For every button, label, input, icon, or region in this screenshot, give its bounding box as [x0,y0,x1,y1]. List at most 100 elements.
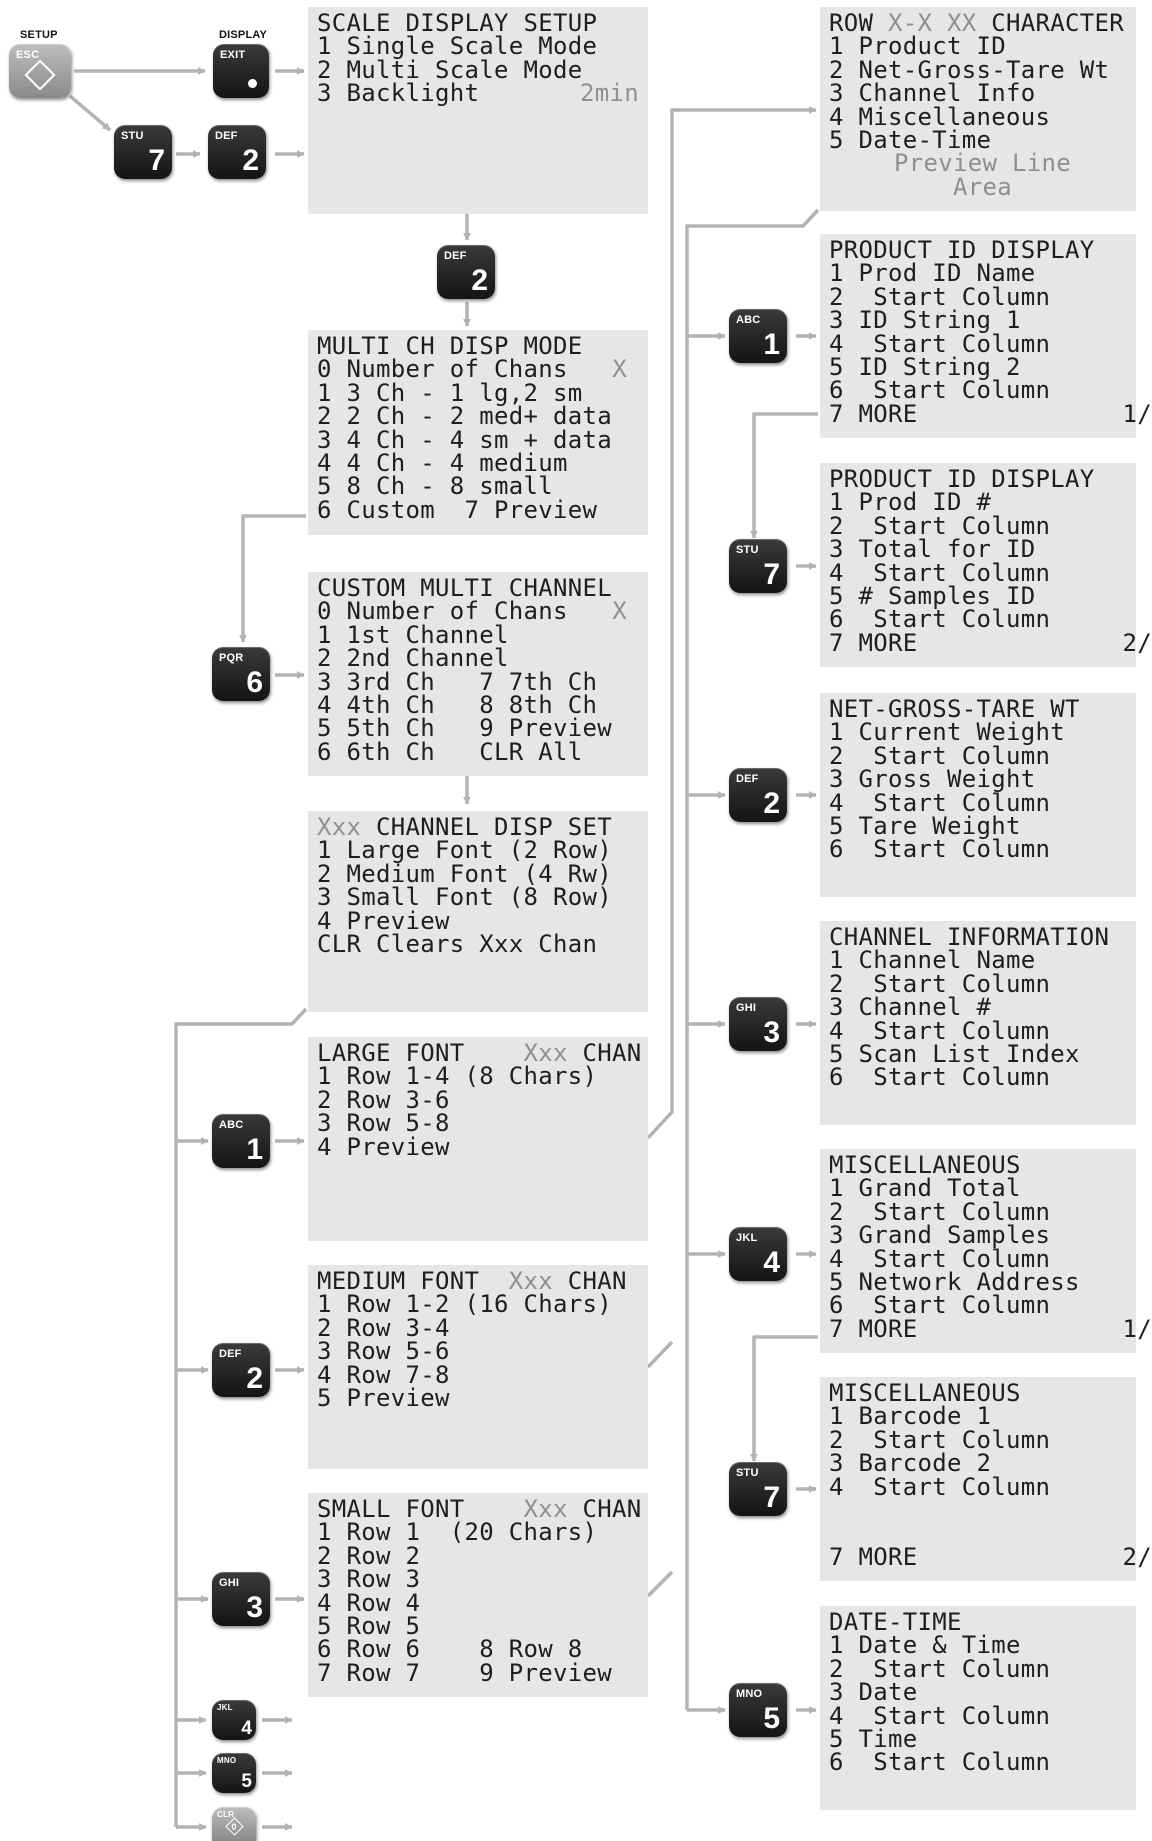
menu-item-more[interactable]: 7 MORE 2/ [829,1545,1152,1569]
menu-item[interactable]: 5 Preview [317,1383,450,1412]
menu-item[interactable]: 5 ID String 2 [829,352,1021,381]
menu-item[interactable]: 3 Grand Samples [829,1221,1051,1250]
menu-item[interactable]: 3 Total for ID [829,535,1036,564]
menu-item[interactable]: 4 Start Column [829,1016,1051,1045]
menu-item[interactable]: 1 Prod ID Name [829,259,1036,288]
menu-item[interactable]: 5 Row 5 [317,1611,421,1640]
menu-item[interactable]: 4 Preview [317,1132,450,1161]
menu-item[interactable]: 5 8 Ch - 8 small [317,472,553,501]
menu-item-number-of-chans[interactable]: 0 Number of Chans X [317,599,639,623]
stu-7-key[interactable]: STU 7 [729,1462,787,1516]
jkl-4-key[interactable]: JKL 4 [212,1700,256,1740]
menu-item[interactable]: 1 Date & Time [829,1631,1021,1660]
menu-item[interactable]: 3 Barcode 2 [829,1449,992,1478]
menu-item[interactable]: 4 Start Column [829,1701,1051,1730]
def-2-key[interactable]: DEF 2 [729,768,787,822]
menu-item[interactable]: 2 Net-Gross-Tare Wt [829,55,1110,84]
menu-item[interactable]: 5 # Samples ID [829,581,1036,610]
menu-item-backlight[interactable]: 3 Backlight 2min [317,81,639,105]
def-2-key[interactable]: DEF 2 [212,1343,270,1397]
menu-item[interactable]: 2 2nd Channel [317,644,509,673]
menu-item[interactable]: 5 Network Address [829,1267,1080,1296]
menu-item[interactable]: 4 Start Column [829,1472,1051,1501]
menu-item[interactable]: 3 3rd Ch 7 7th Ch [317,667,598,696]
menu-item[interactable]: 2 Start Column [829,969,1051,998]
menu-item[interactable]: 3 Row 5-6 [317,1337,450,1366]
menu-item[interactable]: 5 5th Ch 9 Preview [317,714,612,743]
menu-item[interactable]: 3 Channel Info [829,79,1036,108]
menu-item[interactable]: 1 Single Scale Mode [317,32,598,61]
menu-item[interactable]: 1 Large Font (2 Row) [317,836,612,865]
menu-item[interactable]: 2 Start Column [829,1197,1051,1226]
def-2-key[interactable]: DEF 2 [437,245,495,299]
menu-item[interactable]: 3 Small Font (8 Row) [317,883,612,912]
ghi-3-key[interactable]: GHI 3 [729,997,787,1051]
clr-0-key[interactable]: CLR 0 [212,1807,256,1841]
mno-5-key[interactable]: MNO 5 [212,1753,256,1793]
stu-7-key[interactable]: STU 7 [729,539,787,593]
menu-item[interactable]: 1 Channel Name [829,946,1036,975]
stu-7-key[interactable]: STU 7 [114,125,172,179]
menu-item[interactable]: 2 Row 3-6 [317,1085,450,1114]
menu-item[interactable]: 2 Row 2 [317,1541,421,1570]
menu-item[interactable]: 1 Product ID [829,32,1006,61]
menu-item[interactable]: 2 Medium Font (4 Rw) [317,859,612,888]
menu-item[interactable]: 7 Row 7 9 Preview [317,1658,612,1687]
menu-item[interactable]: 2 Row 3-4 [317,1313,450,1342]
menu-item[interactable]: 2 Start Column [829,511,1051,540]
menu-item[interactable]: 1 3 Ch - 1 lg,2 sm [317,378,583,407]
menu-item[interactable]: 1 Row 1-2 (16 Chars) [317,1290,612,1319]
menu-item[interactable]: 2 Start Column [829,1654,1051,1683]
menu-item[interactable]: 1 Row 1-4 (8 Chars) [317,1062,598,1091]
menu-item[interactable]: 5 Scan List Index [829,1039,1080,1068]
menu-item[interactable]: 4 Start Column [829,558,1051,587]
menu-item-number-of-chans[interactable]: 0 Number of Chans X [317,357,639,381]
menu-item[interactable]: 3 Gross Weight [829,765,1036,794]
menu-item[interactable]: 4 Preview [317,906,450,935]
menu-item[interactable]: 1 Current Weight [829,718,1065,747]
menu-item[interactable]: 5 Date-Time [829,125,992,154]
menu-item[interactable]: 4 Miscellaneous [829,102,1051,131]
mno-5-key[interactable]: MNO 5 [729,1683,787,1737]
menu-item[interactable]: 5 Tare Weight [829,811,1021,840]
menu-item[interactable]: 2 Start Column [829,741,1051,770]
menu-item[interactable]: 2 Start Column [829,1425,1051,1454]
menu-item[interactable]: 6 Row 6 8 Row 8 [317,1635,583,1664]
ghi-3-key[interactable]: GHI 3 [212,1572,270,1626]
abc-1-key[interactable]: ABC 1 [212,1114,270,1168]
menu-item[interactable]: 6 Start Column [829,835,1051,864]
menu-item[interactable]: 1 Row 1 (20 Chars) [317,1518,598,1547]
menu-item[interactable]: 4 4th Ch 8 8th Ch [317,690,598,719]
menu-item[interactable]: 3 4 Ch - 4 sm + data [317,425,612,454]
abc-1-key[interactable]: ABC 1 [729,309,787,363]
menu-item[interactable]: 1 Grand Total [829,1174,1021,1203]
menu-item[interactable]: CLR Clears Xxx Chan [317,929,598,958]
menu-item[interactable]: 2 Start Column [829,282,1051,311]
jkl-4-key[interactable]: JKL 4 [729,1227,787,1281]
menu-item[interactable]: 3 Date [829,1678,918,1707]
menu-item-more[interactable]: 7 MORE 2/ [829,631,1152,655]
menu-item[interactable]: 1 Prod ID # [829,488,992,517]
menu-item-more[interactable]: 7 MORE 1/ [829,402,1152,426]
menu-item[interactable]: 1 Barcode 1 [829,1402,992,1431]
menu-item[interactable]: 3 Row 3 [317,1565,421,1594]
menu-item[interactable]: 6 Start Column [829,1748,1051,1777]
menu-item[interactable]: 1 1st Channel [317,620,509,649]
menu-item[interactable]: 4 Row 4 [317,1588,421,1617]
menu-item[interactable]: 3 ID String 1 [829,306,1021,335]
exit-display-key[interactable]: EXIT [213,44,269,98]
menu-item[interactable]: 6 Start Column [829,1063,1051,1092]
menu-item[interactable]: 3 Channel # [829,993,992,1022]
menu-item[interactable]: 6 Start Column [829,1291,1051,1320]
menu-item[interactable]: 5 Time [829,1724,918,1753]
menu-item[interactable]: 6 Custom 7 Preview [317,495,598,524]
menu-item[interactable]: 4 Row 7-8 [317,1360,450,1389]
menu-item[interactable]: 6 6th Ch CLR All [317,737,583,766]
menu-item[interactable]: 6 Start Column [829,605,1051,634]
menu-item[interactable]: 6 Start Column [829,376,1051,405]
menu-item[interactable]: 3 Row 5-8 [317,1109,450,1138]
def-2-key[interactable]: DEF 2 [208,125,266,179]
menu-item[interactable]: 4 Start Column [829,329,1051,358]
pqr-6-key[interactable]: PQR 6 [212,647,270,701]
menu-item[interactable]: 2 2 Ch - 2 med+ data [317,402,612,431]
